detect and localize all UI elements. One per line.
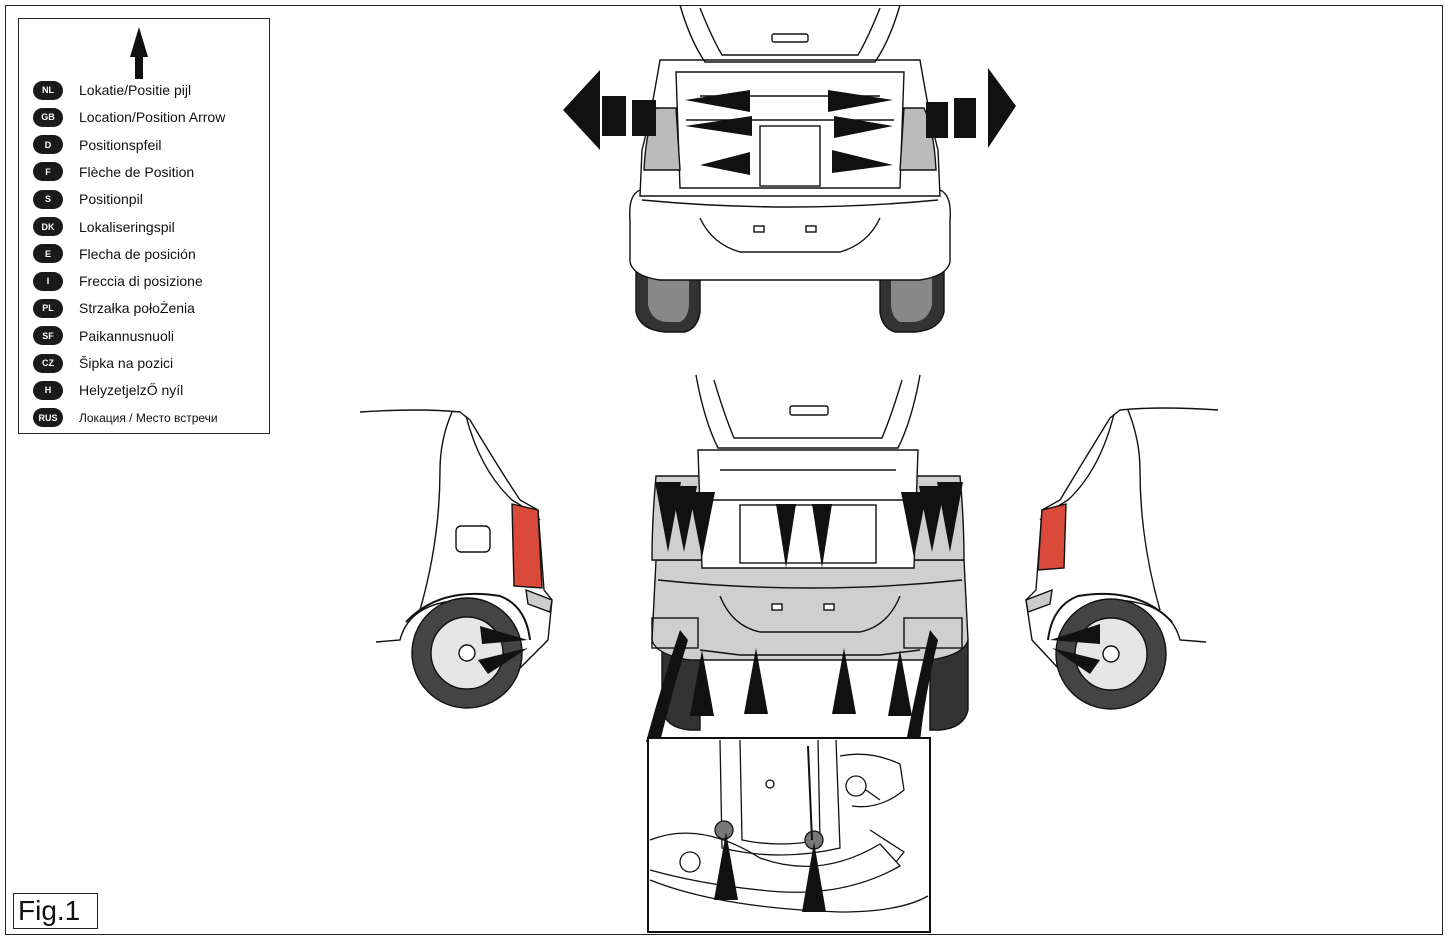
legend-entry-text: Location/Position Arrow <box>79 109 226 126</box>
legend-entry-text: Strzałka połoŻenia <box>79 300 195 317</box>
left-taillight <box>511 503 543 589</box>
detail-leader-lines <box>646 630 938 742</box>
legend-entry: D Positionspfeil <box>33 134 162 156</box>
legend-entry: NL Lokatie/Positie pijl <box>33 79 191 101</box>
up-arrow-3 <box>832 648 856 714</box>
arrow-inner-2 <box>685 116 752 136</box>
right-quarter-arrow-2 <box>1052 648 1100 674</box>
language-code-badge: D <box>33 135 63 155</box>
top-car-bumper <box>629 189 951 281</box>
language-code-badge: S <box>33 189 63 209</box>
underbody-detail-inset <box>647 737 931 933</box>
middle-car-bumper <box>651 559 969 661</box>
left-quarter-arrow-1 <box>480 626 528 644</box>
legend-entry: E Flecha de posición <box>33 243 196 265</box>
legend-entry-text: Positionpil <box>79 191 143 208</box>
legend-entry-text: Локация / Место встречи <box>79 410 218 425</box>
language-code-badge: NL <box>33 80 63 100</box>
up-arrow-icon <box>130 27 148 79</box>
language-code-badge: E <box>33 244 63 264</box>
language-code-badge: DK <box>33 217 63 236</box>
legend-entry: PL Strzałka połoŻenia <box>33 297 195 319</box>
down-arrow-6 <box>901 492 927 558</box>
middle-car-rear-view <box>651 374 969 731</box>
language-code-badge: PL <box>33 298 63 318</box>
arrow-inner-1 <box>685 90 750 112</box>
legend-entry-text: Freccia di posizione <box>79 273 203 290</box>
legend-entry-text: Lokatie/Positie pijl <box>79 82 192 98</box>
legend-entry-text: Paikannusnuoli <box>79 327 174 344</box>
left-quarter-view <box>359 409 553 709</box>
right-quarter-arrows <box>1050 624 1100 674</box>
arrow-inner-5 <box>834 116 893 138</box>
left-quarter-arrow-2 <box>478 648 528 674</box>
legend-entry: I Freccia di posizione <box>33 270 203 292</box>
detail-up-arrow-1 <box>714 832 738 900</box>
legend-entry: F Flèche de Position <box>33 161 194 183</box>
legend-entry-text: Lokaliseringspil <box>79 218 175 235</box>
figure-label: Fig.1 <box>13 893 98 929</box>
left-quarter-arrows <box>478 626 528 674</box>
language-code-badge: SF <box>33 326 63 346</box>
arrow-right-outer <box>988 68 1016 148</box>
down-arrow-8 <box>937 482 963 552</box>
top-car-tailgate <box>679 4 901 63</box>
top-car-rear-view <box>629 4 951 333</box>
language-code-badge: F <box>33 162 63 182</box>
language-code-badge: GB <box>33 107 63 127</box>
down-arrow-4 <box>776 504 796 568</box>
right-quarter-arrow-1 <box>1050 624 1100 644</box>
language-code-badge: I <box>33 271 63 291</box>
up-arrow-2 <box>744 648 768 714</box>
legend-entry: H HelyzetjelzŐ nyíl <box>33 379 183 401</box>
arrow-inner-3 <box>700 152 750 175</box>
middle-fixing-arrows <box>655 482 963 716</box>
detail-up-arrow-2 <box>802 842 826 912</box>
down-arrow-7 <box>919 486 945 552</box>
legend-entry: SF Paikannusnuoli <box>33 325 174 347</box>
legend-entry: RUS Локация / Место встречи <box>33 407 218 429</box>
middle-right-tyre <box>929 639 969 731</box>
language-code-badge: RUS <box>33 408 63 428</box>
top-lateral-arrows <box>563 68 1016 175</box>
arrow-inner-6 <box>832 150 893 173</box>
arrow-left-outer <box>563 70 600 150</box>
right-quarter-view <box>1025 407 1219 710</box>
legend-entry-text: HelyzetjelzŐ nyíl <box>79 382 184 399</box>
arrow-inner-4 <box>828 90 893 112</box>
figure-frame <box>5 5 1443 935</box>
legend-entry-text: Flecha de posición <box>79 245 196 262</box>
up-arrow-1 <box>690 650 714 716</box>
legend-entry: CZ Šipka na pozici <box>33 352 173 374</box>
legend-entry: S Positionpil <box>33 188 143 210</box>
legend-entry-text: Šipka na pozici <box>79 355 174 371</box>
legend-entry-text: Flèche de Position <box>79 163 195 180</box>
language-code-badge: CZ <box>33 353 63 373</box>
language-code-badge: H <box>33 380 63 400</box>
up-arrow-4 <box>888 650 912 716</box>
legend-entry: DK Lokaliseringspil <box>33 216 175 238</box>
legend-entry-text: Positionspfeil <box>79 136 162 153</box>
down-arrow-2 <box>671 486 697 552</box>
right-taillight <box>1037 503 1067 571</box>
down-arrow-5 <box>812 504 832 568</box>
down-arrow-3 <box>689 492 715 558</box>
legend-entry: GB Location/Position Arrow <box>33 106 225 128</box>
